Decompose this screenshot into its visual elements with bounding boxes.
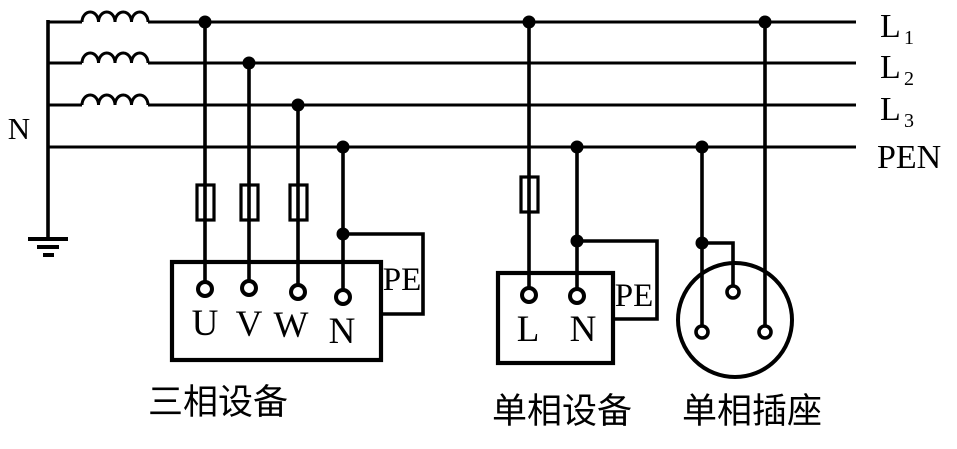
terminal-w: [289, 283, 307, 301]
bus-label-l2-subscript: 2: [904, 68, 914, 90]
fuse-phase-u: [195, 183, 216, 222]
terminal-u: [196, 280, 214, 298]
fuse-phase-v: [239, 183, 260, 222]
junction-pen-socket: [695, 140, 709, 154]
bus-labels: L 1 L 2 L 3 PEN: [877, 8, 941, 176]
junction-pen-single: [570, 140, 584, 154]
single-phase-terminal-labels: L N PE: [517, 278, 654, 350]
terminal-label-l: L: [517, 309, 540, 350]
three-phase-equipment-box: [169, 259, 384, 363]
pe-branch-three-phase: [343, 232, 425, 316]
winding-coil-l1: [80, 10, 150, 23]
bus-label-l1: L: [880, 8, 901, 45]
fuses: [195, 175, 540, 222]
pe-branches: [343, 232, 735, 321]
terminal-label-w: W: [274, 305, 309, 346]
distribution-buses: [48, 20, 856, 149]
captions: 三相设备 单相设备 单相插座: [148, 383, 822, 431]
terminal-v: [240, 279, 258, 297]
terminal-n-three-phase: [334, 288, 352, 306]
terminal-label-u: U: [192, 303, 219, 344]
socket-outline: [676, 261, 794, 379]
pe-branch-single-phase: [577, 239, 659, 321]
terminal-label-n3: N: [329, 311, 356, 352]
fuse-single-phase: [519, 175, 540, 214]
junction-l2-v: [242, 56, 256, 70]
junction-pen-n3: [336, 140, 350, 154]
socket-pin-pe: [725, 284, 741, 300]
single-phase-equipment-box: [495, 270, 616, 366]
bus-label-l2: L: [880, 49, 901, 86]
bus-label-l3-subscript: 3: [904, 110, 914, 132]
neutral-point-label: N: [8, 111, 30, 146]
junction-l1-single: [522, 15, 536, 29]
terminal-label-n1: N: [570, 309, 597, 350]
caption-single-phase-socket: 单相插座: [682, 392, 822, 431]
pe-label-single-phase: PE: [615, 278, 654, 314]
junction-l1-u: [198, 15, 212, 29]
bus-label-l1-subscript: 1: [904, 27, 914, 49]
caption-three-phase-equipment: 三相设备: [148, 383, 288, 422]
terminal-n-single-phase: [568, 287, 586, 305]
transformer-source: [28, 10, 150, 257]
fuse-phase-w: [288, 183, 309, 222]
socket-pin-l: [757, 324, 773, 340]
terminal-l-single-phase: [520, 286, 538, 304]
pe-label-three-phase: PE: [383, 262, 422, 298]
three-phase-terminal-labels: U V W N PE: [192, 262, 422, 352]
ground-symbol: [28, 237, 68, 257]
junction-l1-socket: [758, 15, 772, 29]
junction-pe-tap-single-phase: [570, 234, 584, 248]
bus-label-pen: PEN: [877, 139, 941, 176]
junction-l3-w: [291, 98, 305, 112]
junction-pe-tap-socket: [695, 236, 709, 250]
drop-conductors: [203, 22, 767, 325]
caption-single-phase-equipment: 单相设备: [492, 392, 632, 431]
junction-dots: [198, 15, 772, 250]
pe-branch-socket: [702, 241, 735, 285]
junction-pe-tap-three-phase: [336, 227, 350, 241]
terminal-label-v: V: [236, 304, 263, 345]
bus-label-l3: L: [880, 91, 901, 128]
socket-pin-n: [694, 324, 710, 340]
terminals: [196, 279, 773, 340]
winding-coil-l2: [80, 51, 150, 64]
winding-coil-l3: [80, 93, 150, 106]
